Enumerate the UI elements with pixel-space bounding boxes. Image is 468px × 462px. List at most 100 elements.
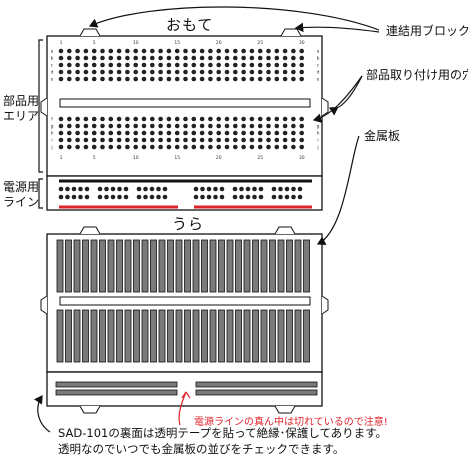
hole <box>100 123 105 129</box>
hole <box>116 130 122 136</box>
arrow-connector-right <box>294 22 380 33</box>
hole <box>249 144 255 150</box>
hole <box>274 144 280 150</box>
hole <box>91 55 97 61</box>
metal-strip-bottom <box>269 309 276 363</box>
hole <box>125 130 130 136</box>
hole <box>299 48 305 54</box>
metal-strip-top <box>192 239 200 293</box>
hole <box>108 62 114 68</box>
metal-strip-top <box>167 239 174 293</box>
hole <box>75 130 80 136</box>
hole <box>241 48 246 54</box>
hole <box>83 137 89 143</box>
metal-strip-bottom <box>303 309 310 363</box>
metal-strip-bottom <box>286 309 293 363</box>
hole <box>291 123 296 129</box>
hole <box>174 144 180 150</box>
power-hole <box>213 186 218 192</box>
hole <box>274 48 280 54</box>
hole <box>249 48 255 54</box>
hole <box>150 137 155 143</box>
hole <box>208 76 213 82</box>
front-side-tab-left <box>40 97 48 117</box>
hole <box>233 130 238 136</box>
hole <box>150 48 155 54</box>
power-hole <box>291 186 296 192</box>
hole <box>191 48 197 54</box>
hole <box>75 62 80 68</box>
hole <box>133 130 138 136</box>
metal-strip-bottom <box>82 309 89 363</box>
metal-strip-top <box>99 239 106 293</box>
hole <box>208 130 213 136</box>
hole <box>191 69 197 75</box>
hole <box>224 62 230 68</box>
power-hole <box>143 194 148 200</box>
hole <box>241 55 246 61</box>
row-label: c <box>317 64 320 69</box>
front-connector-tab-left <box>79 28 101 37</box>
power-hole <box>206 186 212 192</box>
back-board <box>40 226 329 414</box>
hole <box>191 76 197 82</box>
hole <box>116 69 122 75</box>
warning-text: 電源ラインの真ん中は切れているので注意! <box>194 417 388 428</box>
hole <box>199 123 205 129</box>
hole <box>158 116 163 122</box>
hole <box>91 76 97 82</box>
hole <box>166 62 172 68</box>
hole <box>108 144 114 150</box>
hole <box>291 48 296 54</box>
power-hole <box>219 194 225 200</box>
power-hole <box>58 186 64 192</box>
hole <box>67 76 72 82</box>
hole <box>216 137 221 143</box>
hole <box>108 69 114 75</box>
hole <box>83 144 89 150</box>
power-hole <box>162 186 168 192</box>
hole <box>150 123 155 129</box>
metal-strip-bottom <box>175 309 183 363</box>
hole <box>274 69 280 75</box>
metal-strip-top <box>90 239 98 293</box>
hole <box>183 130 188 136</box>
row-label: j <box>50 145 52 151</box>
hole <box>166 69 172 75</box>
hole <box>291 137 296 143</box>
power-hole <box>271 186 277 192</box>
hole <box>241 116 246 122</box>
hole <box>241 76 246 82</box>
hole <box>116 76 122 82</box>
hole <box>108 116 114 122</box>
hole <box>174 55 180 61</box>
hole <box>58 48 64 54</box>
hole <box>174 69 180 75</box>
row-label: i <box>317 138 318 144</box>
power-hole <box>78 186 83 192</box>
hole <box>116 137 122 143</box>
hole <box>174 48 180 54</box>
metal-strip-top <box>303 239 310 293</box>
metal-strip-bottom <box>116 309 123 363</box>
metal-strip-top <box>209 239 217 293</box>
hole <box>166 137 172 143</box>
hole <box>91 144 97 150</box>
hole <box>274 76 280 82</box>
hole <box>224 130 230 136</box>
row-label: h <box>51 131 54 137</box>
metal-strips <box>56 239 310 363</box>
metal-strip-bottom <box>252 309 259 363</box>
hole <box>249 137 255 143</box>
hole <box>241 123 246 129</box>
hole <box>249 123 255 129</box>
back-bottom-tab-left <box>79 405 101 414</box>
column-label: 10 <box>133 155 139 161</box>
hole <box>125 69 130 75</box>
hole <box>100 69 105 75</box>
back-side-tab-right <box>321 295 329 315</box>
hole <box>299 123 305 129</box>
metal-strip-top <box>269 239 276 293</box>
